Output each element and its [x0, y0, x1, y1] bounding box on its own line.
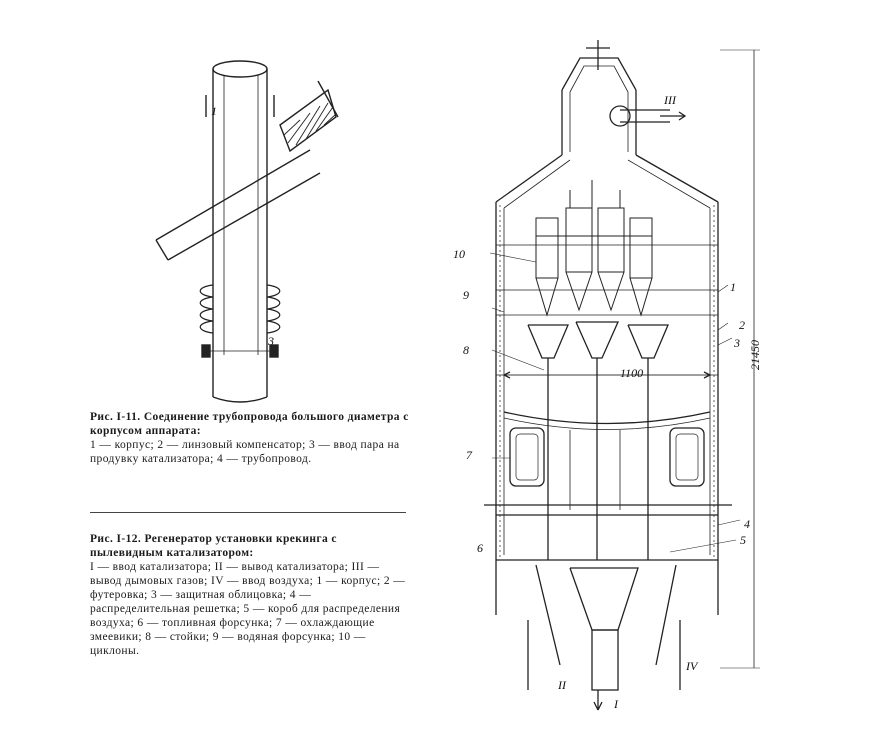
- fig12-stream-II: II: [558, 678, 566, 692]
- fig12-callout-7: 7: [466, 448, 472, 462]
- fig12-caption: Рис. I-12. Регенератор установки крекинг…: [90, 532, 410, 658]
- fig12-callout-3: 3: [734, 336, 740, 350]
- fig12-title: Регенератор установки крекинга с пылевид…: [90, 533, 337, 559]
- fig11-mark-3: 3: [268, 334, 274, 348]
- fig12-label: Рис. I-12.: [90, 533, 142, 545]
- fig12-callout-6: 6: [477, 541, 483, 555]
- fig12-callout-8: 8: [463, 343, 469, 357]
- fig11-title: Соединение трубопровода большого диаметр…: [90, 411, 409, 437]
- caption-divider: [90, 512, 406, 513]
- fig12-callout-10: 10: [453, 247, 465, 261]
- fig12-stream-III: III: [664, 93, 676, 107]
- fig12-dim-width: 1100: [620, 366, 644, 380]
- fig12-stream-I: I: [614, 697, 618, 711]
- fig12-drawing: [484, 40, 760, 711]
- fig12-callout-1: 1: [730, 280, 736, 294]
- fig11-drawing: [155, 60, 339, 403]
- fig11-legend: 1 — корпус; 2 — линзовый компенсатор; 3 …: [90, 439, 400, 465]
- fig12-callout-9: 9: [463, 288, 469, 302]
- fig12-callout-2: 2: [739, 318, 745, 332]
- fig12-dim-height: 21450: [748, 340, 762, 370]
- fig11-label: Рис. I-11.: [90, 411, 141, 423]
- fig12-legend: I — ввод катализатора; II — вывод катали…: [90, 561, 406, 657]
- fig12-callout-4: 4: [744, 517, 750, 531]
- fig11-mark-1: 1: [211, 104, 217, 118]
- fig12-stream-IV: IV: [686, 659, 698, 673]
- fig12-callout-5: 5: [740, 533, 746, 547]
- pipe-top-ellipse: [212, 60, 268, 78]
- fig11-caption: Рис. I-11. Соединение трубопровода больш…: [90, 410, 410, 466]
